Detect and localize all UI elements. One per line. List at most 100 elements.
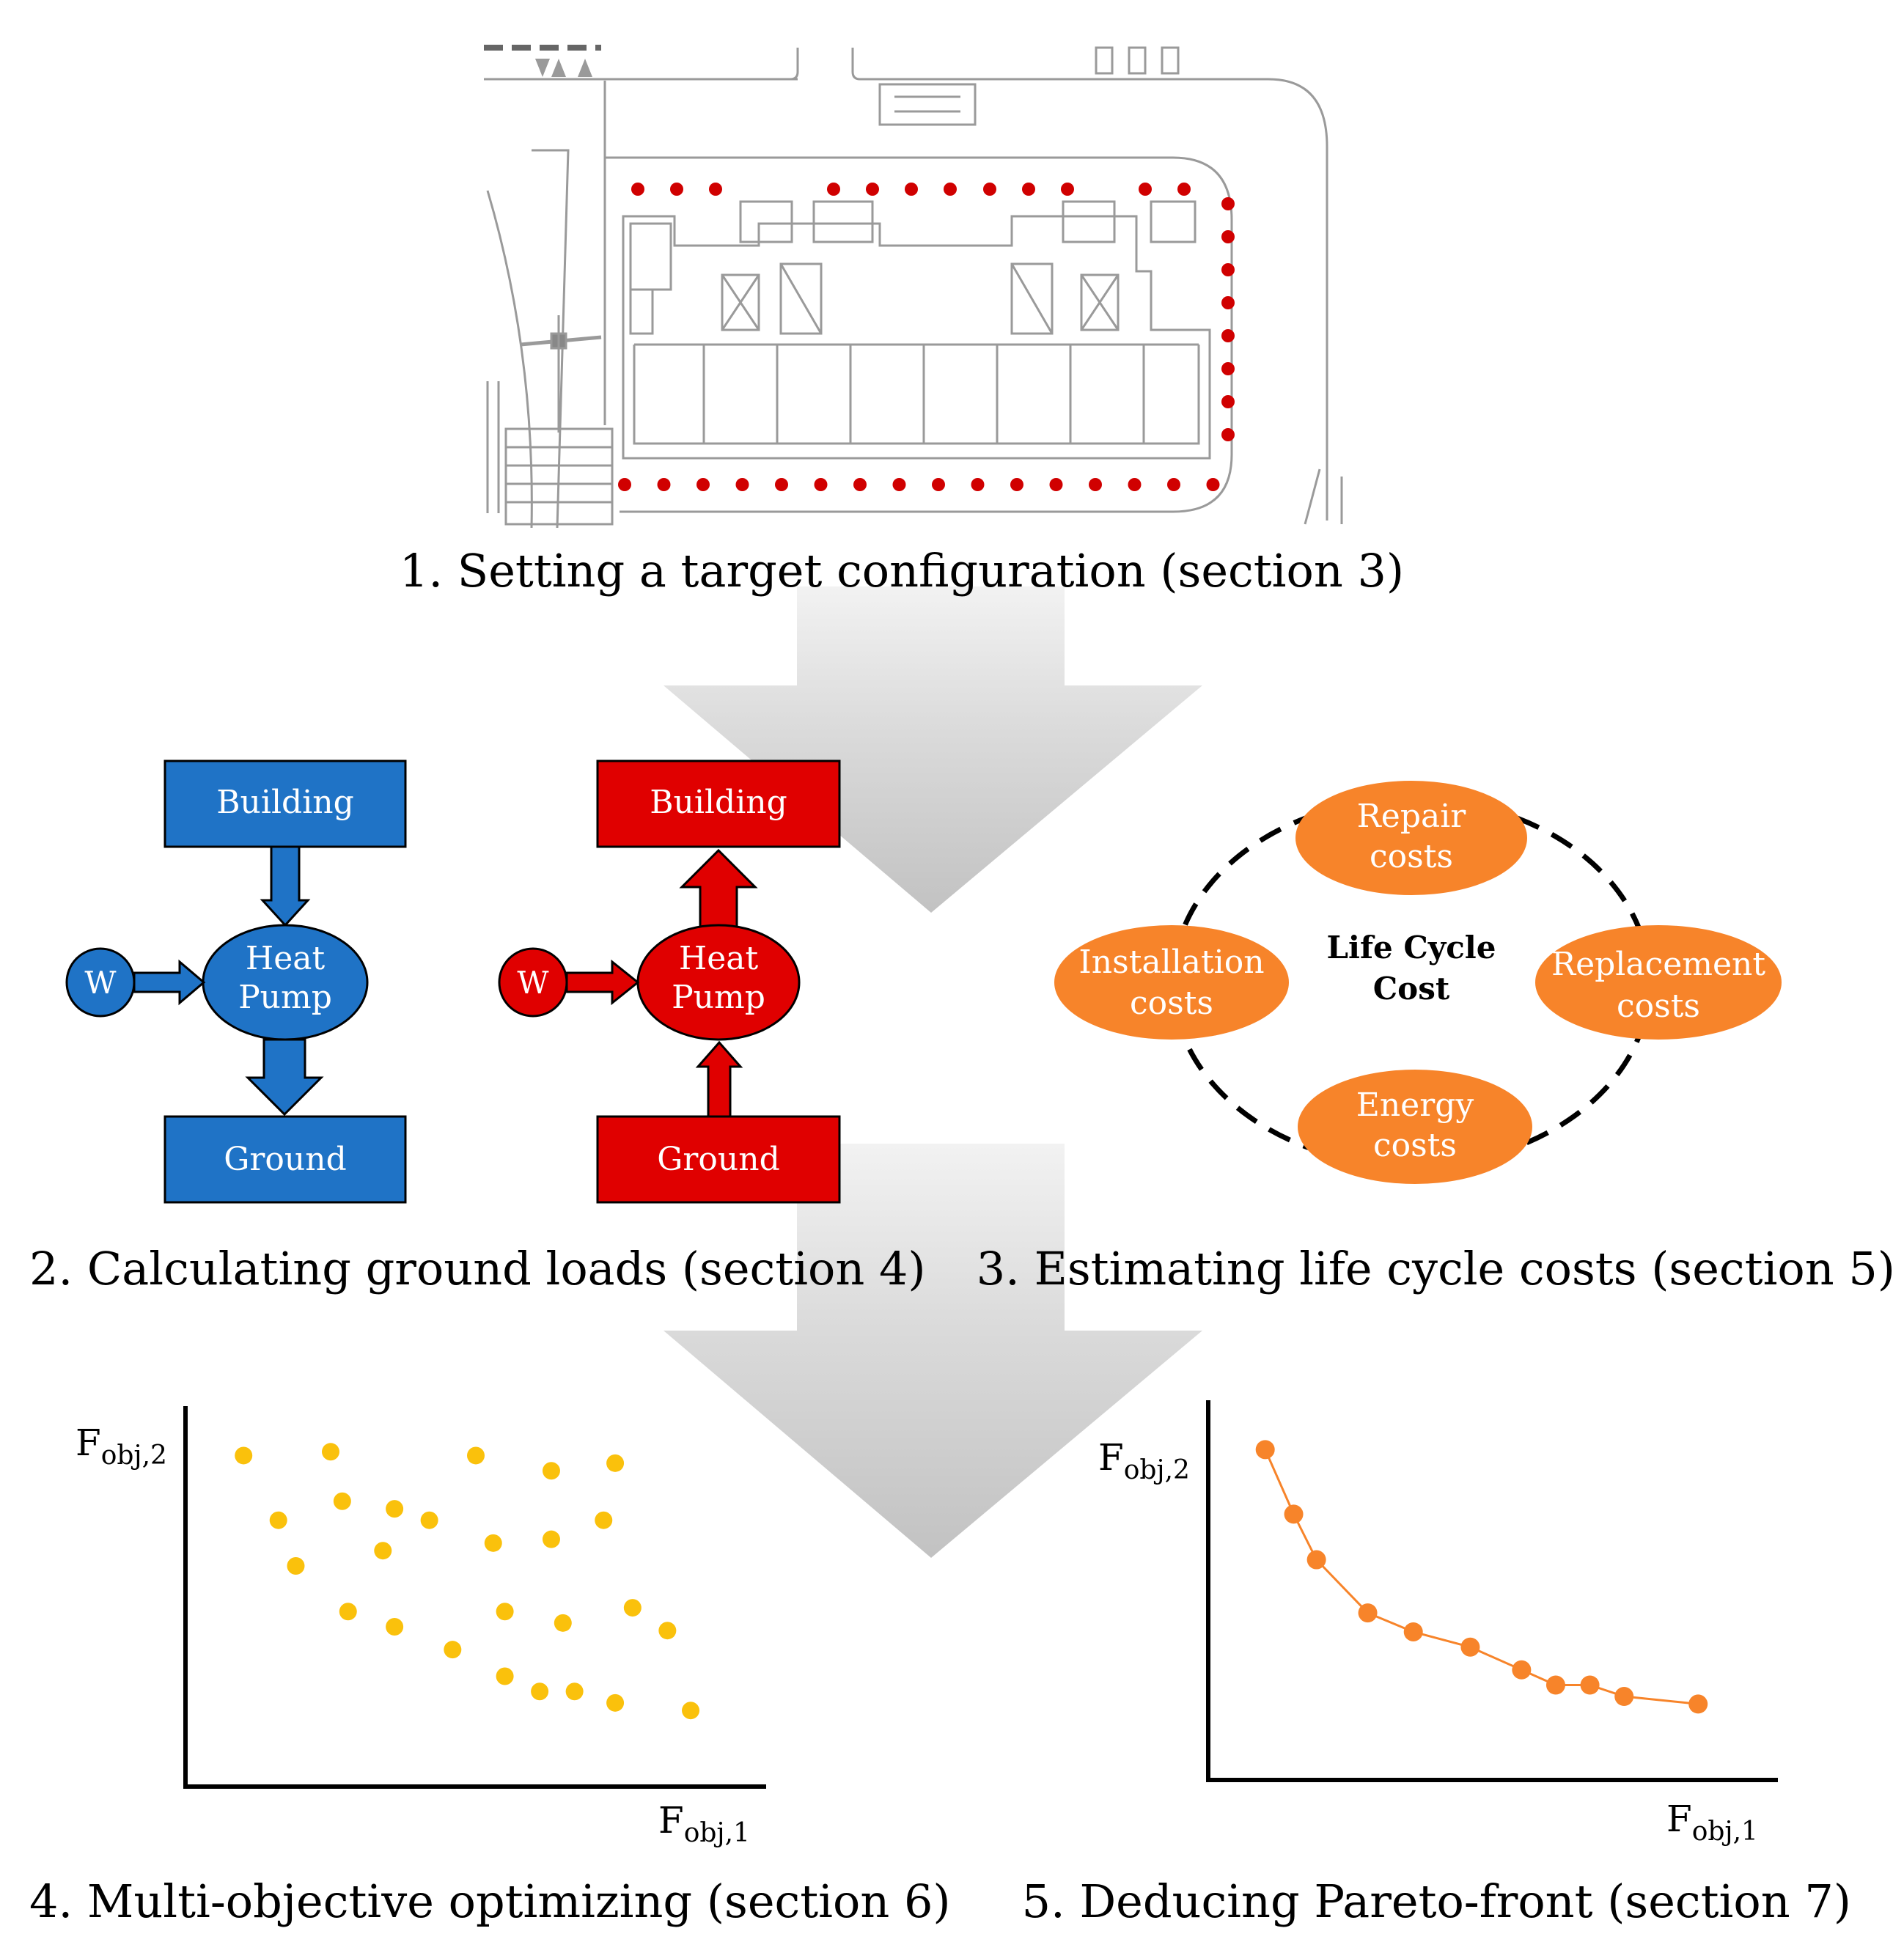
scatter-point (339, 1603, 357, 1621)
repair-costs-label-2: costs (1370, 838, 1453, 875)
heating-heat-pump-label-1: Heat (246, 940, 326, 977)
energy-costs-node (1298, 1070, 1532, 1184)
borehole-dot (1139, 183, 1152, 196)
heating-ground-label: Ground (224, 1141, 347, 1178)
repair-costs-label-1: Repair (1357, 798, 1467, 835)
borehole-dot (1221, 197, 1235, 210)
borehole-dot (696, 478, 710, 491)
scatter-point (484, 1534, 502, 1552)
scatter-point (606, 1693, 625, 1712)
pareto-point (1580, 1675, 1600, 1695)
heating-arrow-down-bottom (245, 1038, 324, 1117)
cooling-building-label: Building (650, 784, 787, 821)
scatter-point (333, 1492, 351, 1510)
borehole-dot (657, 478, 671, 491)
borehole-dot (892, 478, 906, 491)
scatter-point (658, 1622, 677, 1640)
scatter-point (322, 1443, 339, 1461)
cooling-mode-diagram: Building Heat Pump Ground W (498, 759, 841, 1204)
scatter-point (565, 1682, 584, 1701)
borehole-dot (866, 183, 879, 196)
scatter-point (374, 1542, 392, 1560)
step1-caption: 1. Setting a target configuration (secti… (400, 544, 1404, 597)
replacement-costs-node (1535, 925, 1782, 1040)
scatter-point (682, 1702, 700, 1720)
flow-arrow-1 (664, 586, 1202, 913)
borehole-dot (971, 478, 985, 491)
pareto-point (1512, 1660, 1532, 1680)
pareto-front-line (1264, 1449, 1699, 1705)
energy-costs-label-2: costs (1373, 1127, 1457, 1164)
cooling-ground-box (596, 1115, 841, 1204)
pareto-x-label: Fobj,1 (1666, 1798, 1758, 1847)
scatter-point (467, 1446, 485, 1465)
borehole-dot (1221, 230, 1235, 243)
borehole-dot (1221, 263, 1235, 276)
borehole-dot (1221, 329, 1235, 342)
pareto-axes (1206, 1400, 1778, 1782)
borehole-dot (905, 183, 918, 196)
borehole-dot (1089, 478, 1102, 491)
scatter-point (606, 1454, 625, 1472)
borehole-dot (1206, 478, 1220, 491)
scatter-point (623, 1599, 642, 1617)
pareto-point (1358, 1603, 1378, 1623)
borehole-dot (932, 478, 945, 491)
heating-arrow-down-top (260, 845, 311, 927)
life-cycle-cost-diagram: Repair costs Installation costs Replacem… (1054, 781, 1782, 1184)
scatter-point (269, 1511, 287, 1529)
cooling-heat-pump-label-2: Pump (672, 979, 765, 1016)
scatter-point (496, 1667, 514, 1685)
replacement-costs-label-1: Replacement (1551, 946, 1765, 983)
scatter-point (531, 1682, 549, 1701)
scatter-point (444, 1641, 462, 1659)
installation-costs-label-2: costs (1130, 985, 1213, 1022)
cooling-building-box (596, 759, 841, 848)
replacement-costs-label-2: costs (1617, 987, 1700, 1025)
pareto-point (1545, 1675, 1565, 1695)
borehole-dot (735, 478, 749, 491)
pareto-point (1403, 1622, 1423, 1641)
borehole-dot (853, 478, 867, 491)
pareto-points (1255, 1440, 1708, 1714)
step5-caption: 5. Deducing Pareto-front (section 7) (1022, 1875, 1851, 1928)
pareto-front-chart: Fobj,2 Fobj,1 (1098, 1400, 1778, 1847)
borehole-dot (1061, 183, 1074, 196)
pareto-y-label: Fobj,2 (1098, 1436, 1190, 1485)
heating-work-label: W (84, 965, 117, 1001)
flow-arrow-2 (664, 1144, 1202, 1558)
cooling-ground-label: Ground (657, 1141, 780, 1178)
lcc-center-label-1: Life Cycle (1327, 930, 1496, 966)
borehole-dot (1128, 478, 1142, 491)
step4-caption: 4. Multi-objective optimizing (section 6… (29, 1875, 951, 1928)
energy-costs-label-1: Energy (1356, 1086, 1474, 1124)
cooling-arrow-up-bottom (695, 1040, 743, 1118)
lcc-center-label-2: Cost (1373, 971, 1450, 1007)
step2-caption: 2. Calculating ground loads (section 4) (29, 1242, 926, 1295)
scatter-point (235, 1446, 253, 1465)
pareto-point (1688, 1694, 1708, 1714)
borehole-dot (1177, 183, 1191, 196)
scatter-y-label: Fobj,2 (76, 1421, 167, 1471)
heating-mode-diagram: Building Heat Pump Ground W (65, 759, 407, 1204)
cooling-arrow-up-top (679, 848, 758, 929)
borehole-points (618, 183, 1235, 491)
borehole-dot (1022, 183, 1035, 196)
installation-costs-label-1: Installation (1078, 944, 1264, 981)
scatter-point (386, 1618, 404, 1636)
borehole-dot (775, 478, 788, 491)
borehole-dot (618, 478, 631, 491)
scatter-point (542, 1462, 560, 1480)
borehole-dot (1049, 478, 1063, 491)
borehole-dot (944, 183, 957, 196)
borehole-dot (1167, 478, 1180, 491)
pareto-point (1284, 1504, 1304, 1524)
borehole-dot (827, 183, 840, 196)
pareto-point (1460, 1637, 1480, 1657)
scatter-point (287, 1556, 305, 1575)
cooling-arrow-right (565, 959, 640, 1006)
scatter-point (496, 1603, 514, 1621)
site-plan (484, 45, 1343, 529)
scatter-point (542, 1530, 560, 1548)
